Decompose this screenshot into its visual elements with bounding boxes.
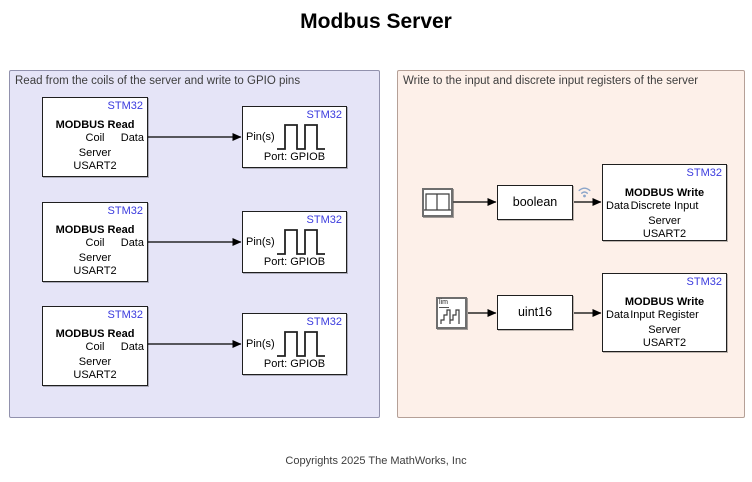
write-registers-area-label: Write to the input and discrete input re… [403,75,699,87]
modbus-read-block-2[interactable]: STM32 MODBUS Read Coil Data Server USART… [42,202,148,282]
model-title: Modbus Server [300,10,452,33]
block-title: MODBUS Read [55,328,135,340]
gpio-write-block-3[interactable]: STM32 Pin(s) Port: GPIOB [242,313,347,375]
stm32-tag: STM32 [306,316,342,328]
block-mode: Coil [85,237,105,249]
square-wave-icon [277,124,325,150]
block-line: Server [78,356,112,368]
gpio-write-block-2[interactable]: STM32 Pin(s) Port: GPIOB [242,211,347,273]
block-line: USART2 [642,337,687,349]
gpio-port-caption: Port: GPIOB [263,358,326,370]
block-line: USART2 [73,369,117,381]
data-type-conversion-boolean-block[interactable]: boolean [497,185,573,220]
block-line: Server [648,324,681,336]
stm32-tag: STM32 [686,276,722,288]
pulse-generator-icon [424,193,451,211]
block-line: Server [648,215,681,227]
block-mode: Coil [85,341,105,353]
stm32-tag: STM32 [107,205,143,217]
stm32-tag: STM32 [306,109,342,121]
counter-limited-label: lim [439,299,449,308]
output-port-label: Data [120,341,144,353]
copyright-note: Copyrights 2025 The MathWorks, Inc [285,455,467,467]
block-title: MODBUS Read [55,224,135,236]
modbus-write-input-register-block[interactable]: STM32 MODBUS Write Data Input Register S… [602,273,727,352]
block-mode: Coil [85,132,105,144]
wireless-logging-icon[interactable] [576,183,593,200]
block-title: MODBUS Write [624,187,705,199]
stm32-tag: STM32 [107,309,143,321]
block-line: USART2 [73,160,117,172]
write-registers-area[interactable]: Write to the input and discrete input re… [397,70,745,418]
input-port-label: Pin(s) [246,131,275,143]
square-wave-icon [277,229,325,255]
block-title: MODBUS Read [55,119,135,131]
read-coils-area-label: Read from the coils of the server and wr… [15,75,301,87]
gpio-port-caption: Port: GPIOB [263,256,326,268]
conversion-type-label: uint16 [517,305,553,319]
block-line: USART2 [73,265,117,277]
square-wave-icon [277,331,325,357]
gpio-port-caption: Port: GPIOB [263,151,326,163]
gpio-write-block-1[interactable]: STM32 Pin(s) Port: GPIOB [242,106,347,168]
conversion-type-label: boolean [512,195,558,209]
input-port-label: Data [606,309,630,321]
block-line: Server [78,147,112,159]
modbus-read-block-1[interactable]: STM32 MODBUS Read Coil Data Server USART… [42,97,148,177]
stm32-tag: STM32 [686,167,722,179]
stm32-tag: STM32 [306,214,342,226]
counter-limited-icon [440,309,460,324]
output-port-label: Data [120,237,144,249]
block-title: MODBUS Write [624,296,705,308]
counter-limited-block[interactable]: lim [436,297,467,329]
input-port-label: Pin(s) [246,236,275,248]
pulse-generator-block[interactable] [422,188,453,217]
input-port-label: Data [606,200,630,212]
block-mode: Discrete Input [630,200,699,212]
modbus-write-discrete-input-block[interactable]: STM32 MODBUS Write Data Discrete Input S… [602,164,727,241]
data-type-conversion-uint16-block[interactable]: uint16 [497,295,573,330]
block-mode: Input Register [630,309,699,321]
input-port-label: Pin(s) [246,338,275,350]
block-line: USART2 [642,228,687,240]
block-line: Server [78,252,112,264]
modbus-read-block-3[interactable]: STM32 MODBUS Read Coil Data Server USART… [42,306,148,386]
stm32-tag: STM32 [107,100,143,112]
output-port-label: Data [120,132,144,144]
